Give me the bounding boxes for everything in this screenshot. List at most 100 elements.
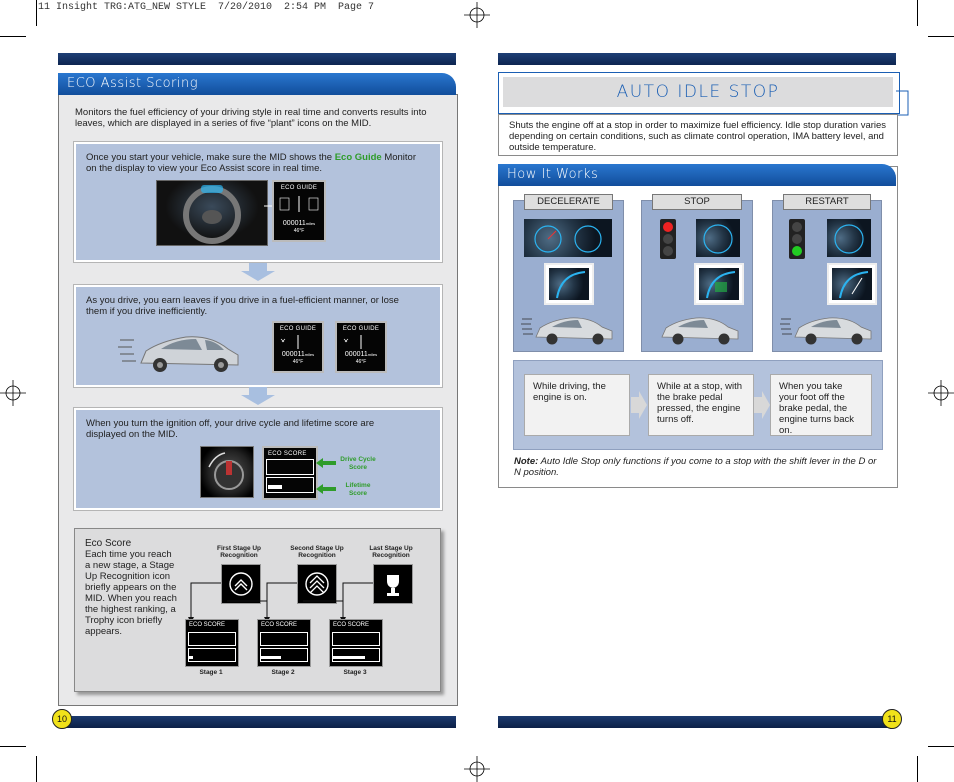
crop-mark [917, 756, 918, 782]
car-side-icon [661, 317, 739, 345]
step-restart: When you take your foot off the brake pe… [770, 374, 872, 436]
auto-idle-intro-box: Shuts the engine off at a stop in order … [498, 114, 898, 156]
score-frame [188, 648, 236, 662]
traffic-light-red-icon [660, 219, 676, 259]
auto-idle-intro: Shuts the engine off at a stop in order … [509, 120, 887, 153]
eco-guide-text: Once you start your vehicle, make sure t… [86, 152, 426, 174]
mid-odometer-unit: miles [367, 352, 378, 357]
crop-mark [0, 36, 26, 37]
mid-title: ECO SCORE [333, 622, 370, 628]
lifetime-bar [333, 656, 365, 659]
traffic-light-green-icon [789, 219, 805, 259]
trophy-recognition-icon [373, 564, 413, 604]
print-header: 11 Insight TRG:ATG_NEW STYLE 7/20/2010 2… [38, 2, 375, 13]
tachometer-photo [827, 263, 877, 305]
page-number-right: 11 [882, 709, 902, 729]
stage3-recognition-label: Last Stage Up Recognition [369, 545, 413, 559]
lifetime-bar [189, 656, 193, 659]
lifetime-frame [266, 477, 314, 493]
note-text: Auto Idle Stop only functions if you com… [514, 456, 877, 478]
page-number-left: 10 [52, 709, 72, 729]
car-side-icon [521, 317, 613, 345]
crop-mark [36, 756, 37, 782]
mid-temp: 46°F [293, 228, 305, 234]
mid-temp: 46°F [355, 359, 367, 365]
score-frame [332, 632, 380, 646]
phase-restart: RESTART [772, 194, 882, 352]
how-it-works-title: How It Works [498, 164, 896, 186]
left-bottom-bar [58, 716, 456, 728]
stage1-label: Stage 1 [199, 669, 223, 676]
green-arrow-icon [316, 458, 336, 468]
stage2-recognition-label: Second Stage Up Recognition [290, 545, 344, 559]
auto-idle-title: AUTO IDLE STOP [616, 82, 780, 102]
eco-guide-text-a: Once you start your vehicle, make sure t… [86, 152, 333, 163]
score-frame [188, 632, 236, 646]
step-stop: While at a stop, with the brake pedal pr… [648, 374, 754, 436]
right-bottom-bar [498, 716, 896, 728]
eco-bar-icon [279, 196, 319, 212]
down-arrow-icon [241, 263, 275, 281]
mid-eco-score-display: ECO SCORE [262, 446, 318, 500]
right-arrow-icon [631, 391, 647, 419]
auto-idle-title-frame: AUTO IDLE STOP [498, 72, 900, 114]
drive-cycle-label: Drive Cycle Score [340, 456, 376, 471]
steering-wheel-photo [156, 180, 268, 246]
title-bracket [896, 90, 909, 116]
left-top-bar [58, 53, 456, 65]
crop-mark [928, 746, 954, 747]
phase-restart-label: RESTART [783, 194, 871, 210]
steps-box: While driving, the engine is on. While a… [513, 360, 883, 450]
crop-mark [36, 0, 37, 26]
stage2-recognition-icon [297, 564, 337, 604]
eco-guide-box: Once you start your vehicle, make sure t… [73, 141, 443, 263]
mid-odometer: 000011 [281, 351, 305, 358]
mid-odometer-unit: miles [304, 352, 315, 357]
eco-score-text: Each time you reach a new stage, a Stage… [85, 549, 177, 637]
eco-assist-intro: Monitors the fuel efficiency of your dri… [75, 107, 427, 129]
auto-idle-note: Note: Auto Idle Stop only functions if y… [514, 456, 880, 478]
green-arrow-icon [316, 484, 336, 494]
auto-stop-gauge-photo [694, 263, 744, 305]
note-label: Note: [514, 456, 539, 467]
phase-stop: STOP [641, 194, 753, 352]
mid-title: ECO SCORE [261, 622, 298, 628]
instrument-cluster-photo [524, 219, 612, 257]
right-top-bar [498, 53, 896, 65]
ignition-key-icon [208, 452, 244, 490]
right-arrow-icon [754, 391, 770, 419]
lifetime-bar [268, 485, 282, 489]
drive-cycle-frame [266, 459, 314, 475]
eco-score-box: Eco Score Each time you reach a new stag… [74, 528, 441, 692]
stage-connectors [188, 582, 373, 623]
mid-temp: 46°F [292, 359, 304, 365]
instrument-cluster-photo [696, 219, 740, 257]
lifetime-bar [261, 656, 281, 659]
stage3-score-display: ECO SCORE [329, 619, 383, 667]
auto-idle-title-bg [503, 77, 893, 107]
mid-title: ECO GUIDE [342, 326, 380, 332]
earn-leaves-box: As you drive, you earn leaves if you dri… [73, 284, 443, 388]
crop-mark [928, 36, 954, 37]
tachometer-photo [544, 263, 594, 305]
phase-decelerate-label: DECELERATE [524, 194, 613, 210]
registration-mark-icon [928, 380, 954, 406]
stage2-label: Stage 2 [271, 669, 295, 676]
mid-title: ECO SCORE [268, 451, 307, 457]
registration-mark-icon [464, 2, 490, 28]
car-side-icon [118, 336, 239, 372]
stage1-recognition-icon [221, 564, 261, 604]
mid-title: ECO SCORE [189, 622, 226, 628]
score-frame [260, 632, 308, 646]
ignition-off-text: When you turn the ignition off, your dri… [86, 418, 375, 440]
phase-stop-label: STOP [652, 194, 742, 210]
mid-title: ECO GUIDE [280, 185, 318, 191]
registration-mark-icon [464, 756, 490, 782]
registration-mark-icon [0, 380, 26, 406]
eco-bar-icon [280, 335, 299, 349]
mid-odometer: 000011 [282, 220, 306, 227]
eco-assist-title: ECO Assist Scoring [58, 73, 456, 95]
score-frame [260, 648, 308, 662]
